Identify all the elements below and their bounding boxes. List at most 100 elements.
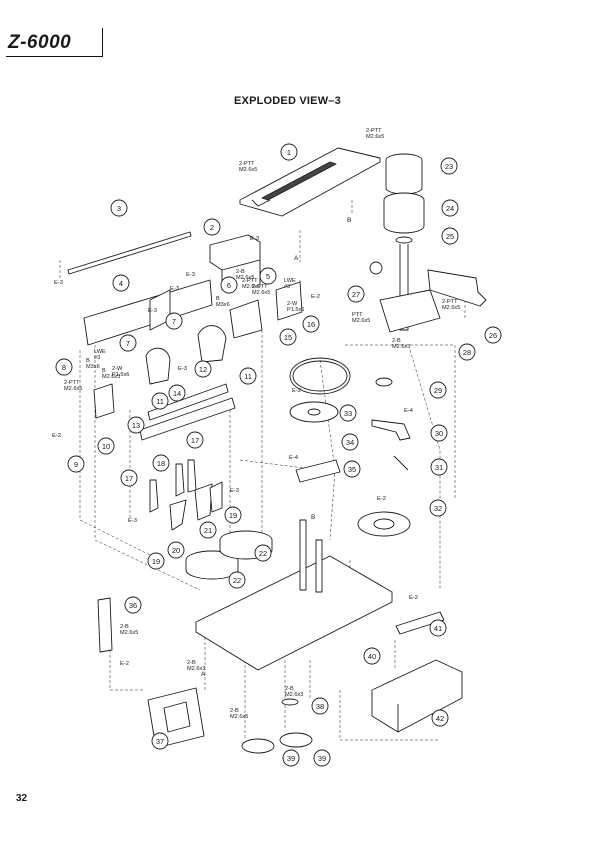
ref-label: B <box>311 514 315 521</box>
svg-text:22: 22 <box>233 576 241 585</box>
part-42-head-unit <box>371 659 463 733</box>
part-callout-30: 30 <box>430 424 448 442</box>
part-29-30-31-levers <box>371 377 411 471</box>
part-callout-11: 11 <box>151 392 169 410</box>
part-13-bar <box>139 383 236 441</box>
clip-label: E-3 <box>186 272 195 278</box>
part-32-gear <box>357 511 411 537</box>
part-callout-11: 11 <box>239 367 257 385</box>
svg-text:19: 19 <box>152 557 160 566</box>
part-callout-38: 38 <box>311 697 329 715</box>
screw-label: LWE#3 <box>94 349 106 361</box>
part-callout-28: 28 <box>458 343 476 361</box>
part-callout-7: 7 <box>119 334 137 352</box>
clip-label: E-3 <box>250 236 259 242</box>
clip-label: E-2 <box>120 661 129 667</box>
part-callout-24: 24 <box>441 199 459 217</box>
part-callout-9: 9 <box>67 455 85 473</box>
part-callout-40: 40 <box>363 647 381 665</box>
screw-label: LWE#3 <box>284 278 296 290</box>
svg-text:15: 15 <box>284 333 292 342</box>
clip-label: E-4 <box>404 408 414 414</box>
svg-text:37: 37 <box>156 737 164 746</box>
part-callout-3: 3 <box>110 199 128 217</box>
svg-text:25: 25 <box>446 232 454 241</box>
part-callout-13: 13 <box>127 416 145 434</box>
svg-text:28: 28 <box>463 348 471 357</box>
part-callout-19: 19 <box>224 506 242 524</box>
part-11-arms <box>145 325 227 385</box>
part-callout-4: 4 <box>112 274 130 292</box>
model-number: Z-6000 <box>8 32 72 53</box>
clip-label: E-3 <box>230 488 239 494</box>
svg-text:9: 9 <box>74 460 78 469</box>
clip-label: E-3 <box>128 518 137 524</box>
svg-text:16: 16 <box>307 320 315 329</box>
part-callout-1: 1 <box>280 143 298 161</box>
part-35-lever <box>295 459 341 483</box>
svg-text:4: 4 <box>119 279 123 288</box>
part-33-belt <box>289 357 351 395</box>
part-callout-33: 33 <box>339 404 357 422</box>
part-17-21-levers <box>149 459 223 531</box>
svg-text:17: 17 <box>191 436 199 445</box>
part-27-sensor <box>369 261 383 275</box>
svg-text:21: 21 <box>204 526 212 535</box>
part-callout-26: 26 <box>484 326 502 344</box>
part-callout-18: 18 <box>152 454 170 472</box>
part-36-solenoid <box>97 597 113 653</box>
part-callout-19: 19 <box>147 552 165 570</box>
svg-text:12: 12 <box>199 365 207 374</box>
diagram-title: EXPLODED VIEW–3 <box>234 95 341 107</box>
part-callout-10: 10 <box>97 437 115 455</box>
svg-text:5: 5 <box>266 272 270 281</box>
svg-text:7: 7 <box>126 339 130 348</box>
svg-text:7: 7 <box>172 317 176 326</box>
part-3-shaft <box>67 231 192 275</box>
part-callout-16: 16 <box>302 315 320 333</box>
ref-label: A <box>294 255 299 262</box>
svg-text:3: 3 <box>117 204 121 213</box>
part-10-bracket <box>93 383 115 419</box>
svg-text:20: 20 <box>172 546 180 555</box>
svg-text:29: 29 <box>434 386 442 395</box>
part-number-callouts: 1234567789101111121314151617171819192021… <box>55 143 502 767</box>
part-callout-21: 21 <box>199 521 217 539</box>
clip-label: E-4 <box>289 455 299 461</box>
svg-text:11: 11 <box>244 372 252 381</box>
clip-label: E-2 <box>311 294 320 300</box>
svg-text:35: 35 <box>348 465 356 474</box>
svg-text:18: 18 <box>157 459 165 468</box>
svg-text:39: 39 <box>318 754 326 763</box>
svg-text:23: 23 <box>445 162 453 171</box>
part-callout-42: 42 <box>431 709 449 727</box>
part-callout-32: 32 <box>429 499 447 517</box>
svg-text:1: 1 <box>287 148 291 157</box>
svg-text:13: 13 <box>132 421 140 430</box>
parts-drawing <box>67 147 487 754</box>
part-callout-2: 2 <box>203 218 221 236</box>
svg-text:26: 26 <box>489 331 497 340</box>
part-callout-17: 17 <box>186 431 204 449</box>
part-callout-31: 31 <box>430 458 448 476</box>
page-number: 32 <box>16 793 28 804</box>
svg-text:34: 34 <box>346 438 354 447</box>
svg-text:32: 32 <box>434 504 442 513</box>
ref-label: A <box>201 671 206 678</box>
svg-text:36: 36 <box>129 601 137 610</box>
part-callout-36: 36 <box>124 596 142 614</box>
part-callout-27: 27 <box>347 285 365 303</box>
clip-label: E-3 <box>54 280 63 286</box>
